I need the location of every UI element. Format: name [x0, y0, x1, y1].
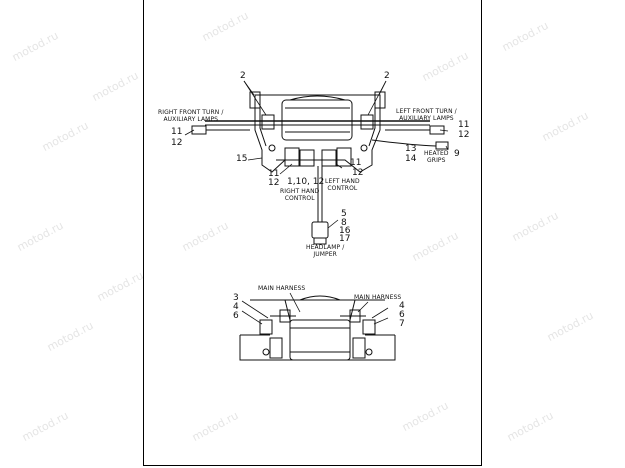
callout-3: 3 [233, 293, 239, 303]
callout-11-left-hand: 11 [350, 158, 362, 168]
callout-9: 9 [454, 149, 460, 159]
callout-12-right-hand: 12 [268, 178, 280, 188]
callout-17: 17 [339, 234, 351, 244]
callout-12-left-hand: 12 [352, 168, 364, 178]
label-headlamp-jumper: HEADLAMP / JUMPER [306, 244, 345, 258]
callout-4-left: 4 [233, 302, 239, 312]
callout-2-left: 2 [240, 71, 246, 81]
callout-11-left-front: 11 [458, 120, 470, 130]
callout-6-left: 6 [233, 311, 239, 321]
label-left-front-turn: LEFT FRONT TURN / AUXILIARY LAMPS [396, 108, 457, 122]
callout-6-right: 6 [399, 310, 405, 320]
callout-11-right-front: 11 [171, 127, 183, 137]
lower-leader-lines [241, 292, 389, 325]
page-frame [143, 0, 482, 466]
callout-16: 16 [339, 226, 351, 236]
callout-1-10-12: 1,10, 12 [287, 177, 325, 187]
label-right-hand-control: RIGHT HAND CONTROL [280, 188, 320, 202]
callout-15: 15 [236, 154, 248, 164]
callout-11-right-hand: 11 [268, 169, 280, 179]
label-right-front-turn: RIGHT FRONT TURN / AUXILIARY LAMPS [158, 109, 224, 123]
label-main-harness-right: MAIN HARNESS [354, 294, 402, 301]
callout-7: 7 [399, 319, 405, 329]
callout-2-right: 2 [384, 71, 390, 81]
label-left-hand-control: LEFT HAND CONTROL [325, 178, 360, 192]
lower-harness-assembly [239, 295, 396, 361]
upper-leader-lines [184, 80, 449, 229]
callout-5: 5 [341, 209, 347, 219]
callout-12-left-front: 12 [458, 130, 470, 140]
callout-14: 14 [405, 154, 417, 164]
label-heated-grips: HEATED GRIPS [424, 150, 449, 164]
callout-12-right-front: 12 [171, 138, 183, 148]
callout-4-right: 4 [399, 301, 405, 311]
label-main-harness-left: MAIN HARNESS [258, 285, 306, 292]
callout-13: 13 [405, 144, 417, 154]
callout-8: 8 [341, 218, 347, 228]
